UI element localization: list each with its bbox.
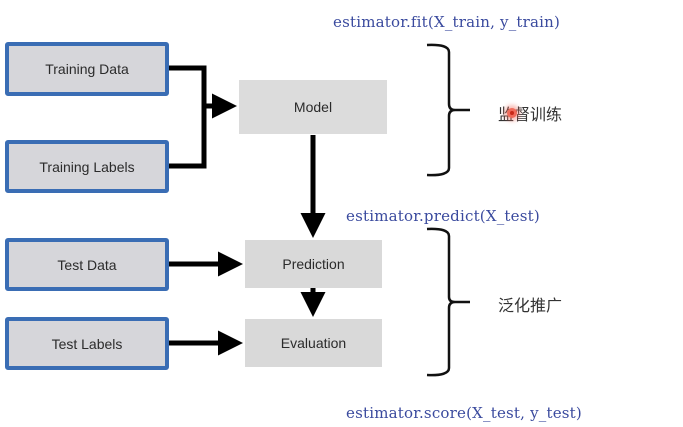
node-label: Model [293, 99, 333, 115]
node-label: Training Data [45, 61, 129, 77]
label-generalization: 泛化推广 [498, 296, 563, 315]
code-predict: estimator.predict(X_test) [346, 207, 540, 225]
brace-supervised-training [426, 43, 470, 177]
node-label: Training Labels [39, 158, 135, 175]
node-model: Model [239, 80, 387, 134]
node-label: Test Data [57, 256, 117, 273]
cursor-highlight-icon [507, 108, 517, 118]
node-label: Prediction [282, 256, 345, 272]
node-test-labels: Test Labels [5, 317, 169, 370]
node-training-data: Training Data [5, 42, 169, 96]
code-score: estimator.score(X_test, y_test) [346, 404, 582, 422]
edge-training-data-to-model [168, 65, 207, 169]
brace-generalization [426, 227, 470, 377]
node-test-data: Test Data [5, 238, 169, 291]
node-prediction: Prediction [245, 240, 382, 288]
node-evaluation: Evaluation [245, 319, 382, 367]
node-label: Test Labels [51, 335, 123, 352]
node-training-labels: Training Labels [5, 140, 169, 193]
code-fit: estimator.fit(X_train, y_train) [333, 13, 561, 31]
node-label: Evaluation [280, 335, 347, 351]
